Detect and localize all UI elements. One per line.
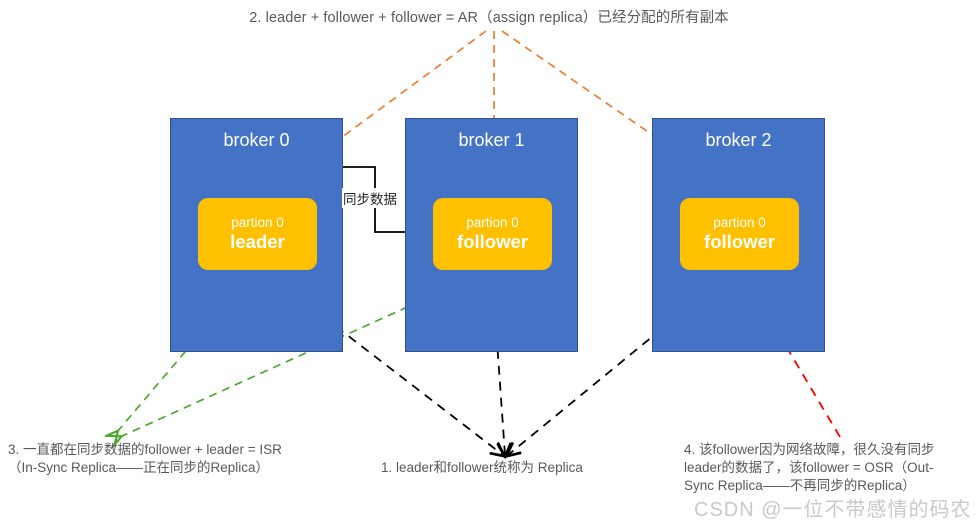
note-replica-line1: 1. leader和follower统称为 Replica <box>381 460 583 475</box>
broker-box-1[interactable]: broker 1 partion 0 follower <box>405 118 578 352</box>
broker-title-1: broker 1 <box>458 130 525 150</box>
note-osr: 4. 该follower因为网络故障，很久没有同步 leader的数据了，该fo… <box>684 441 976 495</box>
partition-label-2: partion 0 <box>713 215 766 231</box>
sync-data-label: 同步数据 <box>342 188 398 208</box>
note-isr-line1: 3. 一直都在同步数据的follower + leader = ISR <box>8 442 282 457</box>
csdn-watermark: CSDN @一位不带感情的码农 <box>694 499 972 521</box>
partition-label-1: partion 0 <box>466 215 519 231</box>
note-osr-line2: leader的数据了，该follower = OSR（Out- <box>684 459 934 475</box>
note-isr: 3. 一直都在同步数据的follower + leader = ISR （In-… <box>8 441 338 477</box>
partition-role-2: follower <box>704 230 775 252</box>
note-isr-line2: （In-Sync Replica——正在同步的Replica） <box>8 459 270 475</box>
note-osr-line1: 4. 该follower因为网络故障，很久没有同步 <box>684 442 935 457</box>
broker-title-2: broker 2 <box>705 130 772 150</box>
broker-box-0[interactable]: broker 0 partion 0 leader <box>170 118 343 352</box>
broker-box-2[interactable]: broker 2 partion 0 follower <box>652 118 825 352</box>
broker-title-0: broker 0 <box>223 130 290 150</box>
partition-role-1: follower <box>457 230 528 252</box>
partition-box-0[interactable]: partion 0 leader <box>198 198 317 270</box>
partition-label-0: partion 0 <box>231 215 284 231</box>
partition-box-2[interactable]: partion 0 follower <box>680 198 799 270</box>
note-osr-line3: Sync Replica——不再同步的Replica） <box>684 477 916 493</box>
partition-box-1[interactable]: partion 0 follower <box>433 198 552 270</box>
ar-caption: 2. leader + follower + follower = AR（ass… <box>249 10 729 26</box>
note-replica: 1. leader和follower统称为 Replica <box>381 459 671 477</box>
partition-role-0: leader <box>230 230 285 252</box>
